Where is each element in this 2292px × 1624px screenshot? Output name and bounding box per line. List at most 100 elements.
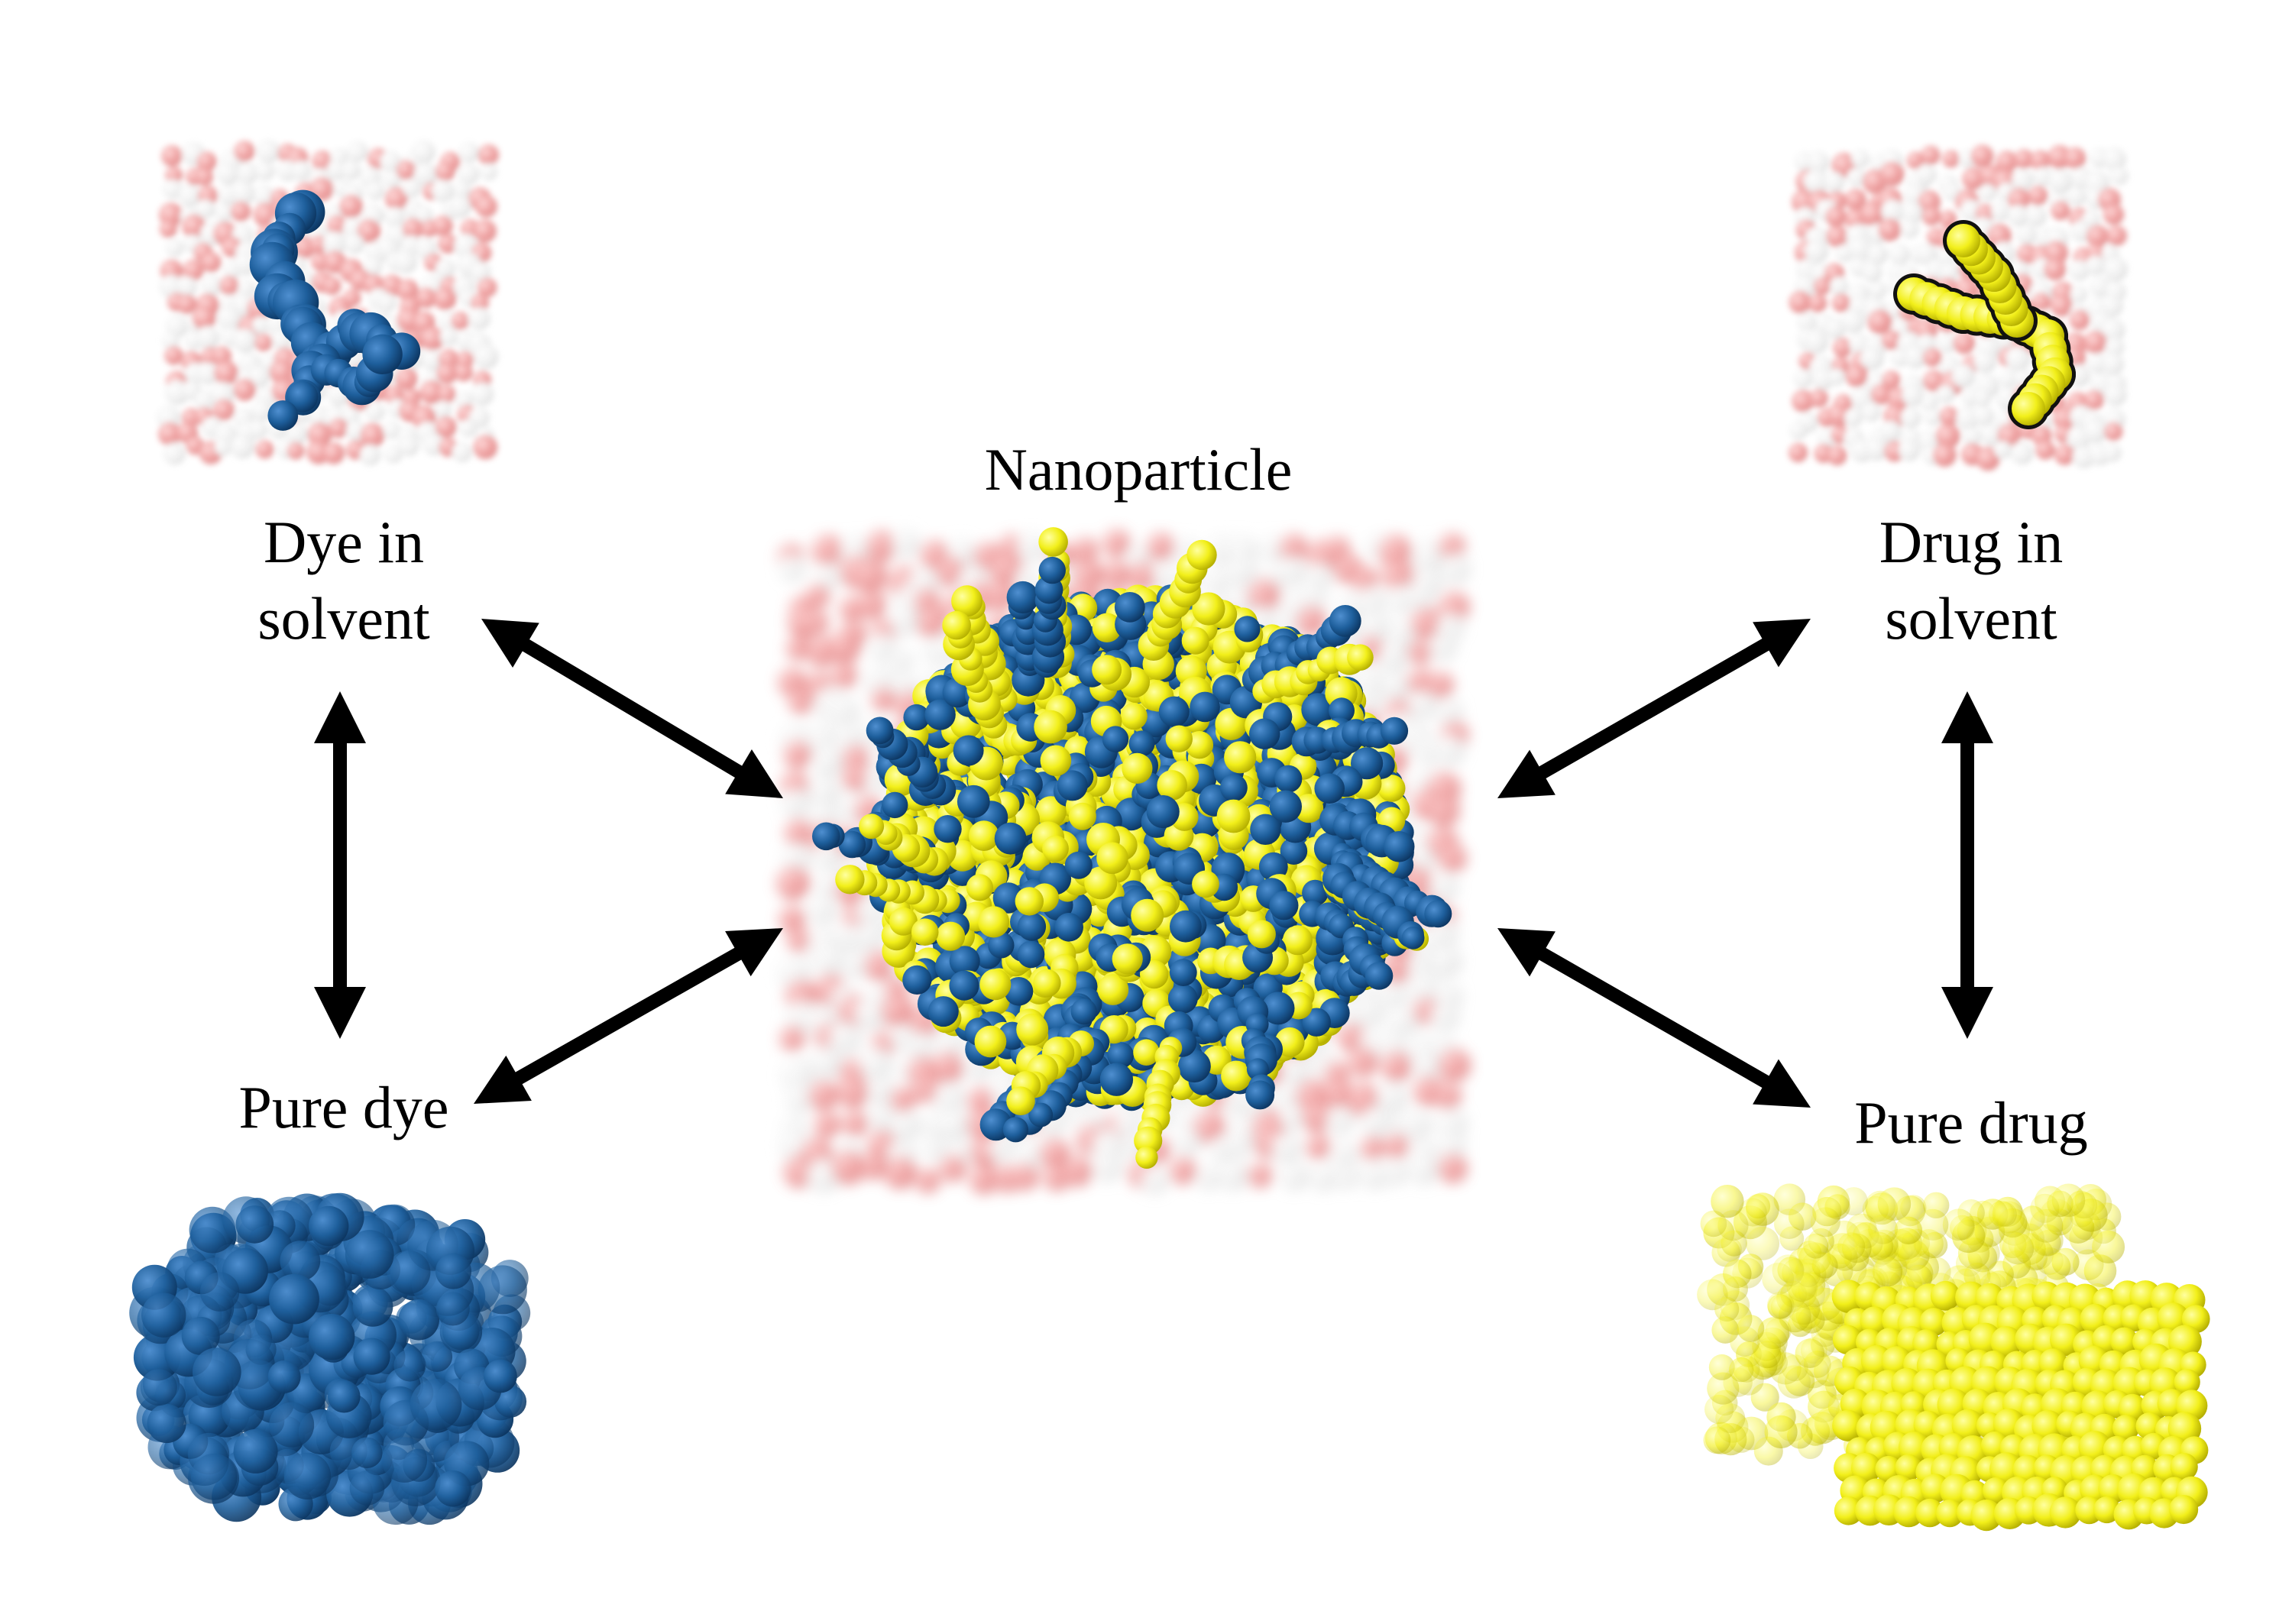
nano-drug-atom — [1033, 969, 1061, 998]
solvent-oxygen — [1280, 534, 1307, 561]
nano-dye-atom — [902, 965, 932, 995]
solvent-hydrogen — [937, 1029, 965, 1056]
nano-drug-atom — [1192, 870, 1219, 898]
solvent-hydrogen — [165, 238, 184, 257]
nano-dye-atom — [1269, 891, 1299, 920]
solvent-hydrogen — [859, 1047, 892, 1080]
solvent-oxygen — [159, 202, 183, 227]
solvent-hydrogen — [889, 606, 919, 636]
solvent-hydrogen — [1260, 535, 1286, 561]
solvent-hydrogen — [1376, 1081, 1407, 1113]
solvent-hydrogen — [1429, 944, 1462, 977]
solvent-oxygen — [779, 1025, 805, 1051]
solvent-hydrogen — [1915, 242, 1938, 264]
solvent-oxygen — [1439, 844, 1466, 872]
nano-drug-atom — [1216, 799, 1251, 833]
solvent-hydrogen — [1848, 333, 1870, 354]
pure-drug-atom — [1714, 1296, 1740, 1322]
nano-dye-atom — [994, 822, 1027, 855]
pure-drug-atom — [1811, 1252, 1838, 1279]
solvent-hydrogen — [237, 279, 256, 297]
solvent-oxygen — [776, 866, 810, 900]
solvent-hydrogen — [254, 160, 275, 181]
solvent-oxygen — [213, 399, 235, 421]
solvent-oxygen — [182, 214, 206, 238]
solvent-hydrogen — [1951, 364, 1975, 388]
pure-dye-atom — [353, 1338, 390, 1375]
solvent-oxygen — [808, 1081, 838, 1110]
solvent-hydrogen — [1803, 169, 1828, 194]
solvent-hydrogen — [230, 434, 254, 458]
pure-drug-atom — [2029, 1209, 2064, 1243]
solvent-oxygen — [164, 346, 183, 365]
nano-dye-atom — [1169, 959, 1197, 986]
solvent-hydrogen — [1978, 183, 1996, 202]
nano-dye-atom — [882, 791, 908, 819]
solvent-hydrogen — [1281, 1056, 1309, 1084]
nano-dye-atom — [988, 932, 1015, 959]
solvent-oxygen — [783, 1155, 816, 1188]
solvent-hydrogen — [1847, 167, 1866, 187]
solvent-oxygen — [360, 422, 385, 448]
nano-drug-atom — [1068, 802, 1096, 830]
solvent-oxygen — [1921, 145, 1941, 165]
solvent-oxygen — [1411, 607, 1442, 639]
dye-in-solvent-label: Dye in solvent — [183, 504, 504, 657]
nano-dye-atom — [1329, 605, 1361, 637]
nano-drug-atom — [1006, 1086, 1035, 1115]
solvent-hydrogen — [248, 420, 267, 439]
pure-dye-atom — [351, 1437, 383, 1469]
solvent-hydrogen — [383, 170, 402, 188]
solvent-hydrogen — [473, 344, 499, 369]
solvent-oxygen — [343, 289, 361, 307]
pure-dye-atom — [199, 1272, 240, 1312]
solvent-oxygen — [1831, 293, 1850, 312]
solvent-hydrogen — [1277, 556, 1306, 585]
solvent-oxygen — [2083, 331, 2107, 354]
solvent-hydrogen — [1301, 585, 1326, 610]
solvent-oxygen — [1792, 390, 1814, 412]
nano-dye-atom — [1102, 726, 1129, 752]
solvent-hydrogen — [1411, 539, 1445, 573]
solvent-oxygen — [234, 141, 255, 162]
solvent-hydrogen — [1439, 1132, 1465, 1159]
solvent-oxygen — [1942, 150, 1960, 168]
solvent-oxygen — [936, 557, 966, 587]
arrow-nanoparticle-to-drug-solvent — [1497, 619, 1811, 798]
solvent-oxygen — [884, 977, 908, 1001]
solvent-oxygen — [419, 380, 444, 404]
solvent-hydrogen — [934, 1081, 965, 1112]
pure-dye-atom — [283, 1452, 332, 1500]
pure-drug-label: Pure drug — [1772, 1085, 2170, 1161]
solvent-hydrogen — [1305, 562, 1332, 590]
pure-dye-atom — [349, 1470, 385, 1506]
solvent-oxygen — [1102, 529, 1130, 557]
solvent-hydrogen — [210, 381, 235, 406]
solvent-oxygen — [478, 277, 497, 297]
solvent-hydrogen — [989, 1136, 1014, 1161]
nano-drug-atom — [1224, 741, 1257, 774]
solvent-hydrogen — [163, 442, 186, 465]
solvent-oxygen — [437, 385, 456, 403]
solvent-oxygen — [1360, 1136, 1385, 1161]
solvent-oxygen — [804, 610, 829, 634]
solvent-oxygen — [455, 363, 473, 382]
solvent-oxygen — [881, 994, 914, 1027]
solvent-oxygen — [1879, 161, 1905, 186]
nano-drug-atom — [1096, 842, 1128, 875]
solvent-hydrogen — [1359, 1157, 1390, 1189]
solvent-oxygen — [860, 1153, 887, 1179]
nano-dye-atom — [1302, 879, 1329, 907]
solvent-hydrogen — [1841, 309, 1865, 333]
solvent-hydrogen — [1141, 1166, 1168, 1194]
pure-drug-atom — [1992, 1202, 2017, 1227]
solvent-oxygen — [786, 636, 811, 660]
nano-dye-atom — [1057, 770, 1088, 801]
solvent-oxygen — [2106, 225, 2127, 246]
arrows-group — [314, 619, 1993, 1108]
pure-dye-atom — [328, 1380, 361, 1413]
solvent-oxygen — [2053, 407, 2076, 430]
nano-drug-atom — [1247, 920, 1276, 949]
nano-dye-atom — [1004, 977, 1034, 1006]
nano-drug-atom — [1084, 866, 1118, 900]
